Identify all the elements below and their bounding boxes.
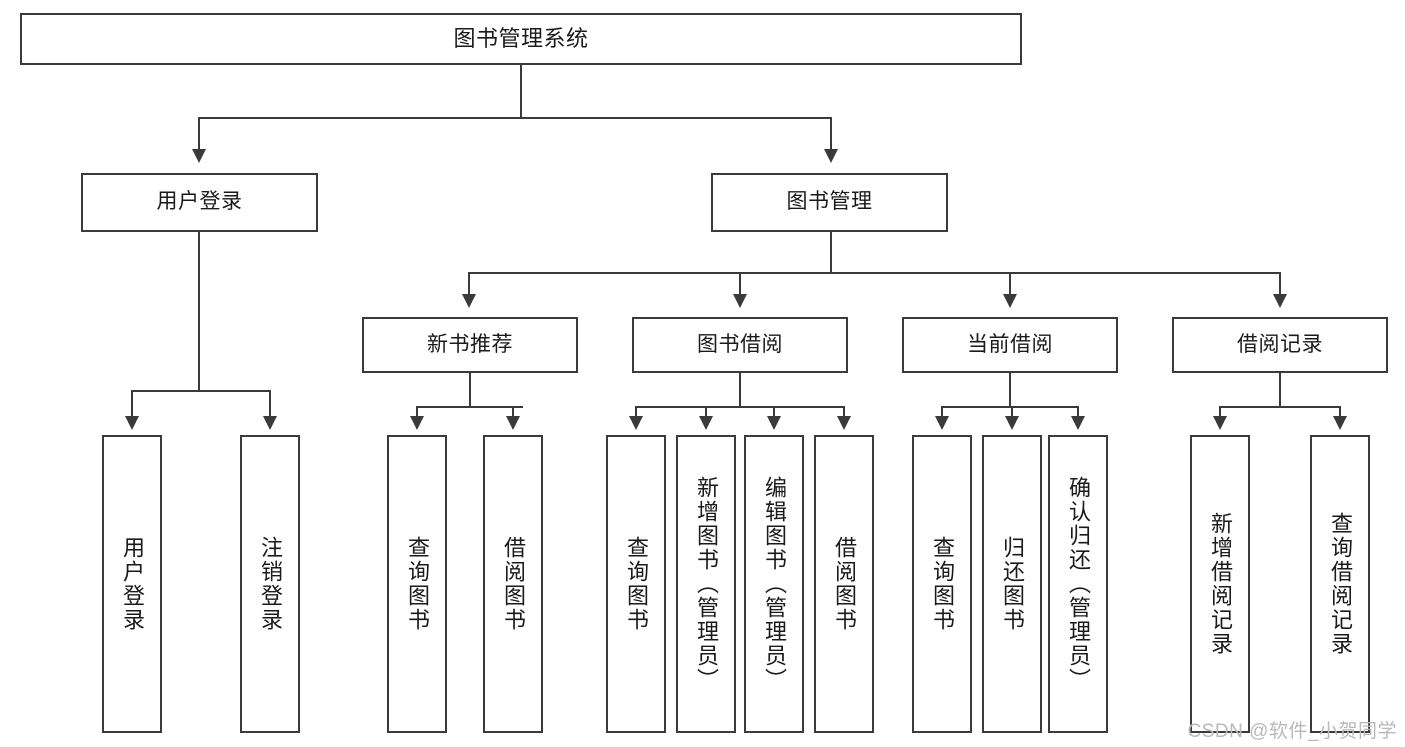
connector-cb-leaf-1 <box>941 406 943 418</box>
connector-to-borrow-record <box>1279 272 1281 296</box>
arrowhead-bb-leaf-1 <box>629 416 643 430</box>
connector-to-new-book-recommend <box>468 272 470 296</box>
connector-new-book-recommend-stem <box>469 373 471 408</box>
leaf-query-borrow-record[interactable]: 查询借阅记录 <box>1310 435 1370 733</box>
node-label: 图书管理系统 <box>453 26 589 52</box>
arrowhead-to-new-book-recommend <box>462 294 476 308</box>
node-label: 用户登录 <box>120 536 145 632</box>
node-label: 编辑图书（管理员） <box>762 476 787 692</box>
connector-level3-bus <box>468 272 1280 274</box>
connector-borrow-record-stem <box>1279 373 1281 408</box>
arrowhead-to-book-management <box>824 149 838 163</box>
arrowhead-user-login-leaf-1 <box>125 416 139 430</box>
connector-current-borrow-stem <box>1009 373 1011 408</box>
arrowhead-br-leaf-2 <box>1333 416 1347 430</box>
arrowhead-to-current-borrow <box>1003 294 1017 308</box>
leaf-edit-book-admin[interactable]: 编辑图书（管理员） <box>744 435 804 733</box>
connector-current-borrow-bus <box>941 406 1078 408</box>
connector-to-current-borrow <box>1009 272 1011 296</box>
node-label: 归还图书 <box>1000 536 1025 632</box>
connector-book-borrow-stem <box>739 373 741 408</box>
node-label: 新书推荐 <box>427 332 513 356</box>
node-label: 用户登录 <box>156 190 243 214</box>
arrowhead-cb-leaf-2 <box>1005 416 1019 430</box>
leaf-add-book-admin[interactable]: 新增图书（管理员） <box>676 435 736 733</box>
node-label: 借阅图书 <box>501 536 526 632</box>
arrowhead-bb-leaf-4 <box>837 416 851 430</box>
arrowhead-to-borrow-record <box>1273 294 1287 308</box>
node-label: 图书管理 <box>786 190 873 214</box>
leaf-confirm-return-admin[interactable]: 确认归还（管理员） <box>1048 435 1108 733</box>
connector-user-login-to-leaf-2 <box>269 390 271 418</box>
leaf-logout[interactable]: 注销登录 <box>240 435 300 733</box>
connector-cb-leaf-3 <box>1077 406 1079 418</box>
node-label: 借阅记录 <box>1237 332 1323 356</box>
connector-bb-leaf-2 <box>705 406 707 418</box>
connector-user-login-to-leaf-1 <box>131 390 133 418</box>
node-current-borrow[interactable]: 当前借阅 <box>902 317 1118 373</box>
node-label: 新增图书（管理员） <box>694 476 719 692</box>
connector-root-stem <box>520 65 522 117</box>
node-borrow-record[interactable]: 借阅记录 <box>1172 317 1388 373</box>
arrowhead-nbr-leaf-2 <box>506 416 520 430</box>
arrowhead-bb-leaf-2 <box>699 416 713 430</box>
node-label: 图书借阅 <box>697 332 783 356</box>
node-new-book-recommend[interactable]: 新书推荐 <box>362 317 578 373</box>
connector-bb-leaf-1 <box>635 406 637 418</box>
leaf-add-borrow-record[interactable]: 新增借阅记录 <box>1190 435 1250 733</box>
arrowhead-to-book-borrow <box>733 294 747 308</box>
connector-to-book-borrow <box>739 272 741 296</box>
arrowhead-bb-leaf-3 <box>767 416 781 430</box>
node-label: 查询借阅记录 <box>1328 512 1353 656</box>
connector-nbr-leaf-2 <box>512 406 514 418</box>
connector-root-to-user-login <box>198 117 200 151</box>
leaf-borrow-book[interactable]: 借阅图书 <box>814 435 874 733</box>
connector-borrow-record-bus <box>1219 406 1340 408</box>
node-label: 查询图书 <box>624 536 649 632</box>
arrowhead-nbr-leaf-1 <box>410 416 424 430</box>
connector-book-borrow-bus <box>635 406 844 408</box>
arrowhead-to-user-login <box>192 149 206 163</box>
connector-user-login-stem <box>198 232 200 392</box>
connector-user-login-bus <box>131 390 270 392</box>
connector-br-leaf-1 <box>1219 406 1221 418</box>
node-label: 查询图书 <box>930 536 955 632</box>
leaf-query-book-borrow[interactable]: 查询图书 <box>606 435 666 733</box>
connector-bb-leaf-4 <box>843 406 845 418</box>
node-label: 借阅图书 <box>832 536 857 632</box>
connector-br-leaf-2 <box>1339 406 1341 418</box>
connector-root-to-book-management <box>830 117 832 151</box>
leaf-return-book[interactable]: 归还图书 <box>982 435 1042 733</box>
connector-nbr-leaf-1 <box>416 406 418 418</box>
connector-new-book-recommend-bus <box>416 406 523 408</box>
node-book-borrow[interactable]: 图书借阅 <box>632 317 848 373</box>
connector-cb-leaf-2 <box>1011 406 1013 418</box>
node-label: 注销登录 <box>258 536 283 632</box>
csdn-watermark: CSDN @软件_小贺同学 <box>1187 721 1397 742</box>
leaf-query-book-recommend[interactable]: 查询图书 <box>387 435 447 733</box>
connector-book-management-stem <box>830 232 832 274</box>
node-user-login[interactable]: 用户登录 <box>81 173 318 232</box>
node-root-book-management-system[interactable]: 图书管理系统 <box>20 13 1022 65</box>
leaf-user-login[interactable]: 用户登录 <box>102 435 162 733</box>
node-label: 当前借阅 <box>967 332 1053 356</box>
node-book-management[interactable]: 图书管理 <box>711 173 948 232</box>
arrowhead-user-login-leaf-2 <box>263 416 277 430</box>
leaf-query-book-current[interactable]: 查询图书 <box>912 435 972 733</box>
connector-root-bus <box>198 117 832 119</box>
arrowhead-br-leaf-1 <box>1213 416 1227 430</box>
node-label: 确认归还（管理员） <box>1066 476 1091 692</box>
leaf-borrow-book-recommend[interactable]: 借阅图书 <box>483 435 543 733</box>
arrowhead-cb-leaf-3 <box>1071 416 1085 430</box>
node-label: 新增借阅记录 <box>1208 512 1233 656</box>
connector-bb-leaf-3 <box>773 406 775 418</box>
arrowhead-cb-leaf-1 <box>935 416 949 430</box>
node-label: 查询图书 <box>405 536 430 632</box>
